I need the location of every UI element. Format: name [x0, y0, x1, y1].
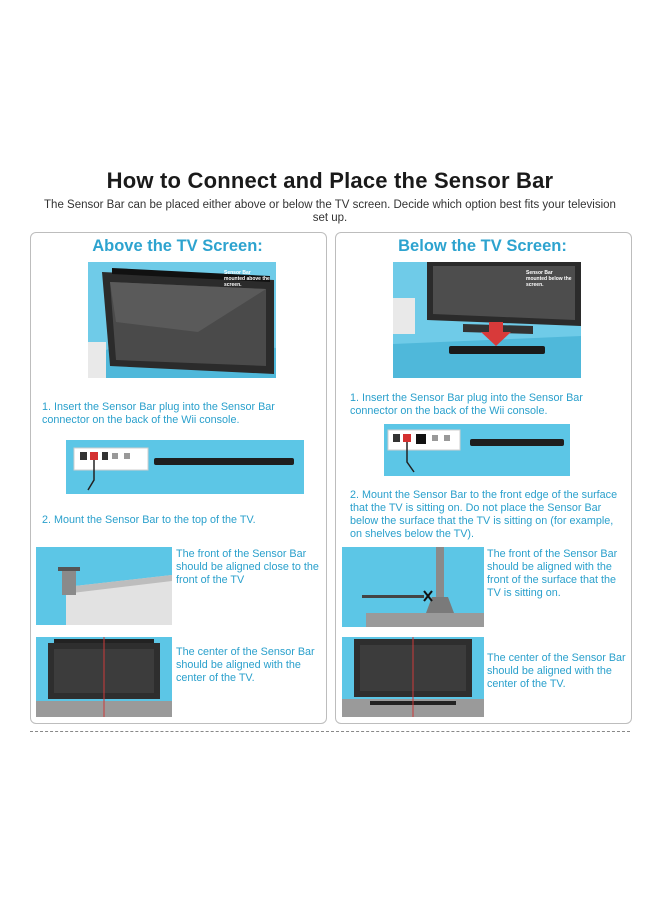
left-connector-box: [66, 440, 304, 494]
surface-side-view-illustration: [362, 547, 484, 627]
right-connector-box: [384, 424, 570, 476]
right-side-view: [342, 547, 484, 627]
left-step-2: 2. Mount the Sensor Bar to the top of th…: [42, 514, 256, 526]
tv-below-illustration: [393, 262, 581, 378]
right-step-2: 2. Mount the Sensor Bar to the front edg…: [350, 489, 618, 540]
right-step-1: 1. Insert the Sensor Bar plug into the S…: [350, 392, 583, 417]
console-connector-illustration: [73, 447, 294, 491]
right-photo-label: Sensor Bar mounted below the screen.: [526, 270, 572, 288]
page-subtitle: The Sensor Bar can be placed either abov…: [44, 199, 616, 224]
tv-front-view-illustration-right: [342, 637, 484, 717]
tv-above-illustration: [88, 262, 276, 378]
right-note-2: The center of the Sensor Bar should be a…: [487, 652, 626, 690]
bottom-divider: [30, 731, 630, 732]
console-connector-illustration-right: [387, 429, 564, 473]
left-side-view: [36, 547, 172, 625]
left-step-1: 1. Insert the Sensor Bar plug into the S…: [42, 401, 275, 426]
right-tv-photo: [393, 262, 581, 378]
right-note-1: The front of the Sensor Bar should be al…: [487, 548, 618, 599]
left-note-2: The center of the Sensor Bar should be a…: [176, 646, 315, 684]
tv-side-view-illustration: [58, 567, 172, 625]
left-note-1: The front of the Sensor Bar should be al…: [176, 548, 319, 586]
left-front-view: [36, 637, 172, 717]
left-tv-photo: [88, 262, 276, 378]
right-front-view: [342, 637, 484, 717]
left-heading: Above the TV Screen:: [92, 237, 263, 255]
left-photo-label: Sensor Bar mounted above the screen.: [224, 270, 270, 288]
page-title: How to Connect and Place the Sensor Bar: [106, 168, 554, 193]
right-heading: Below the TV Screen:: [398, 237, 567, 255]
tv-front-view-illustration: [36, 637, 172, 717]
